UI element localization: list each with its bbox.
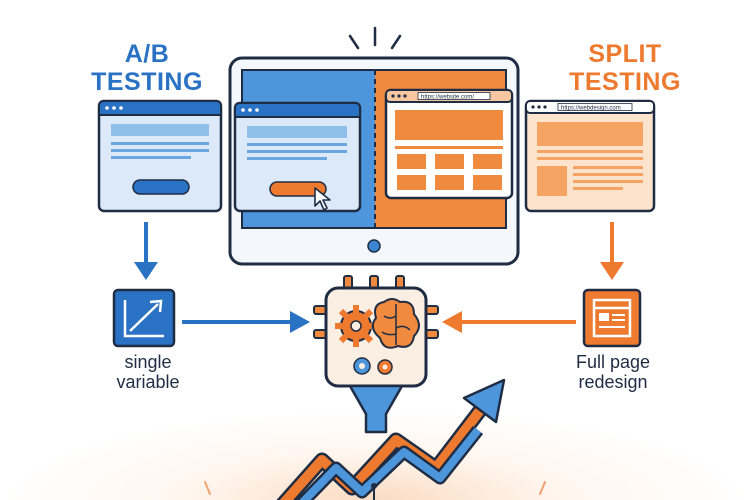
brain-icon — [371, 298, 420, 349]
browser-variant-a-left — [97, 99, 223, 213]
ab-testing-line2: TESTING — [91, 68, 203, 96]
page-layout-icon — [582, 288, 642, 348]
gear-icon — [335, 305, 393, 375]
url-right: https://webdesign.com — [561, 105, 621, 111]
sparkle-lines — [348, 26, 402, 50]
single-variable-line2: variable — [116, 372, 180, 392]
arrow-down-right — [600, 222, 624, 280]
split-testing-line2: TESTING — [569, 68, 681, 96]
chart-icon — [112, 288, 176, 348]
single-variable-label: single variable — [88, 352, 208, 392]
full-page-line1: Full page — [575, 352, 651, 372]
full-page-redesign-label: Full page redesign — [548, 352, 678, 392]
arrow-down-left — [134, 222, 158, 280]
ab-testing-heading: A/B TESTING — [72, 40, 222, 96]
full-page-line2: redesign — [578, 372, 648, 392]
processor-chip — [313, 275, 439, 434]
browser-variant-b — [233, 101, 362, 213]
single-variable-line1: single — [124, 352, 172, 372]
split-testing-heading: SPLIT TESTING — [550, 40, 700, 96]
url-center: https://website.com/ — [421, 94, 474, 100]
growth-arrow-icon — [276, 378, 506, 500]
cursor-icon — [314, 187, 331, 211]
arrow-right-to-processor — [182, 311, 310, 333]
split-testing-line1: SPLIT — [588, 40, 662, 68]
bottom-sparkles — [204, 481, 546, 495]
browser-split-center: https://website.com/ — [384, 88, 514, 200]
ab-testing-line1: A/B — [124, 40, 170, 68]
browser-split-right: https://webdesign.com — [524, 99, 656, 213]
arrow-left-to-processor — [442, 311, 576, 333]
